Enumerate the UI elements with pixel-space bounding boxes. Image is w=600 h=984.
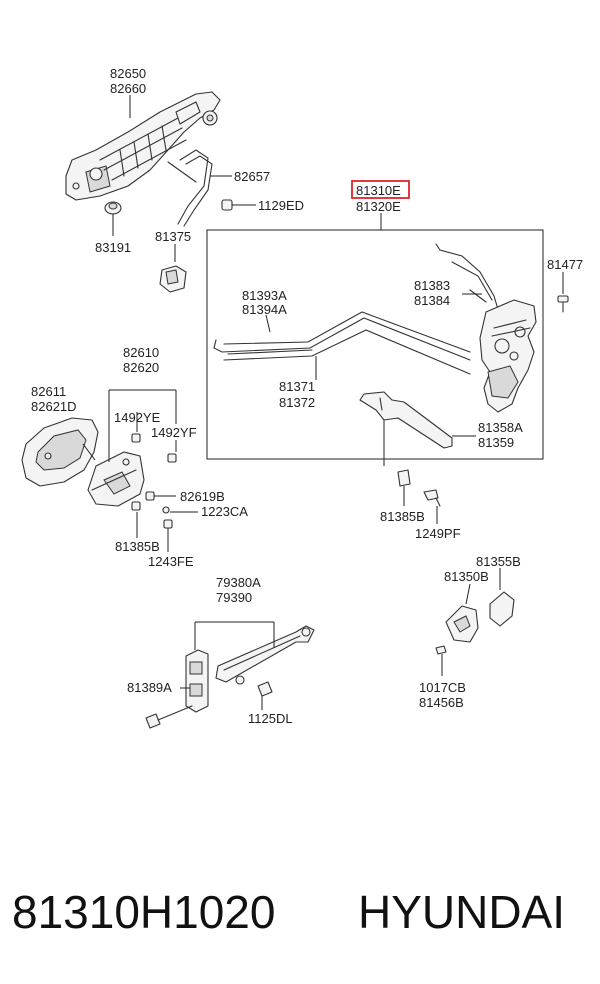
latch-assembly-box (206, 213, 544, 460)
label-1125dl: 1125DL (248, 711, 293, 726)
label-1249pf: 1249PF (415, 526, 461, 541)
label-1492yf: 1492YF (151, 425, 197, 440)
label-1223ca: 1223CA (201, 504, 248, 519)
screw-81477-drawing (557, 295, 569, 313)
outside-handle-drawing (65, 91, 221, 201)
leader-lines-checker (180, 621, 275, 710)
screw-1249pf-drawing (423, 489, 441, 524)
leader-lines-latch (265, 272, 564, 466)
outside-handle-rod-drawing (167, 149, 213, 227)
leader-lines-inside-handle (82, 389, 198, 552)
label-82619b: 82619B (180, 489, 225, 504)
label-81456b: 81456B (419, 695, 464, 710)
label-1017cb: 1017CB (419, 680, 466, 695)
label-82621d: 82621D (31, 399, 77, 414)
clip-81375-drawing (159, 265, 187, 293)
inside-handle-screws-drawing (131, 433, 177, 529)
label-81375: 81375 (155, 229, 191, 244)
door-checker-drawing (145, 625, 315, 729)
bracket-81358a-drawing (359, 391, 453, 449)
label-81355b: 81355B (476, 554, 521, 569)
label-82657: 82657 (234, 169, 270, 184)
highlight-box-81310e (351, 180, 410, 199)
label-1129ed: 1129ED (258, 198, 304, 213)
label-1243fe: 1243FE (148, 554, 194, 569)
label-81310e: 81310E (356, 183, 401, 198)
leader-lines-top-left (112, 95, 256, 262)
striker-drawing (435, 568, 515, 676)
footer-part-number: 81310H1020 (12, 886, 275, 938)
part-labels: 82650 82660 82657 1129ED 83191 81375 813… (31, 66, 583, 726)
latch-body-drawing (479, 299, 537, 413)
label-82611: 82611 (31, 384, 66, 399)
label-81389a: 81389A (127, 680, 172, 695)
label-82610: 82610 (123, 345, 159, 360)
label-79390: 79390 (216, 590, 252, 605)
label-79380a: 79380A (216, 575, 261, 590)
inside-handle-drawing (87, 451, 145, 507)
label-81393a: 81393A (242, 288, 287, 303)
label-83191: 83191 (95, 240, 131, 255)
label-81320e: 81320E (356, 199, 401, 214)
label-81384: 81384 (414, 293, 450, 308)
latch-rods-drawing (213, 243, 501, 375)
label-81394a: 81394A (242, 302, 287, 317)
label-81477: 81477 (547, 257, 583, 272)
label-81372: 81372 (279, 395, 315, 410)
label-82620: 82620 (123, 360, 159, 375)
label-81358a: 81358A (478, 420, 523, 435)
label-81371: 81371 (279, 379, 315, 394)
label-82660: 82660 (110, 81, 146, 96)
footer-brand: HYUNDAI (358, 886, 565, 938)
label-1492ye: 1492YE (114, 410, 161, 425)
label-81385b-mid: 81385B (380, 509, 425, 524)
handle-cap-drawing (104, 201, 122, 215)
footer: 81310H1020 HYUNDAI (12, 886, 565, 938)
inside-handle-bezel-drawing (21, 417, 99, 487)
label-81383: 81383 (414, 278, 450, 293)
label-81385b-left: 81385B (115, 539, 160, 554)
screw-81385b-mid-drawing (397, 469, 411, 506)
label-81359: 81359 (478, 435, 514, 450)
label-82650: 82650 (110, 66, 146, 81)
label-81350b: 81350B (444, 569, 489, 584)
